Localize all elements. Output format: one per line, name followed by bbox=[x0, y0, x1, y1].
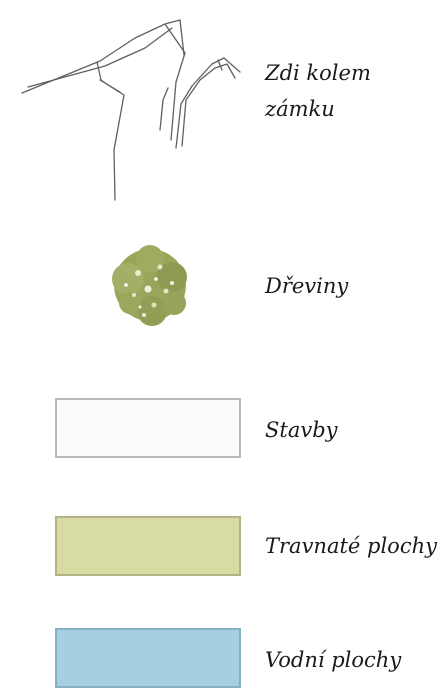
legend-label-water: Vodní plochy bbox=[265, 642, 401, 678]
legend-label-trees: Dřeviny bbox=[265, 268, 348, 304]
legend-label-walls: Zdi kolem zámku bbox=[265, 55, 371, 127]
tree-canopy-icon bbox=[90, 225, 210, 345]
grass-swatch bbox=[55, 516, 241, 576]
legend-item-grass: Travnaté plochy bbox=[0, 500, 445, 600]
legend-item-buildings: Stavby bbox=[0, 360, 445, 500]
buildings-swatch bbox=[55, 398, 241, 458]
legend-label-grass: Travnaté plochy bbox=[265, 528, 437, 564]
legend-label-buildings: Stavby bbox=[265, 412, 338, 448]
legend-item-walls: Zdi kolem zámku bbox=[0, 0, 445, 210]
legend-label-walls-line1: Zdi kolem bbox=[265, 55, 371, 91]
legend-item-trees: Dřeviny bbox=[0, 210, 445, 360]
walls-line-icon bbox=[0, 0, 260, 210]
legend-item-water: Vodní plochy bbox=[0, 600, 445, 698]
water-swatch bbox=[55, 628, 241, 688]
legend-label-walls-line2: zámku bbox=[265, 91, 371, 127]
